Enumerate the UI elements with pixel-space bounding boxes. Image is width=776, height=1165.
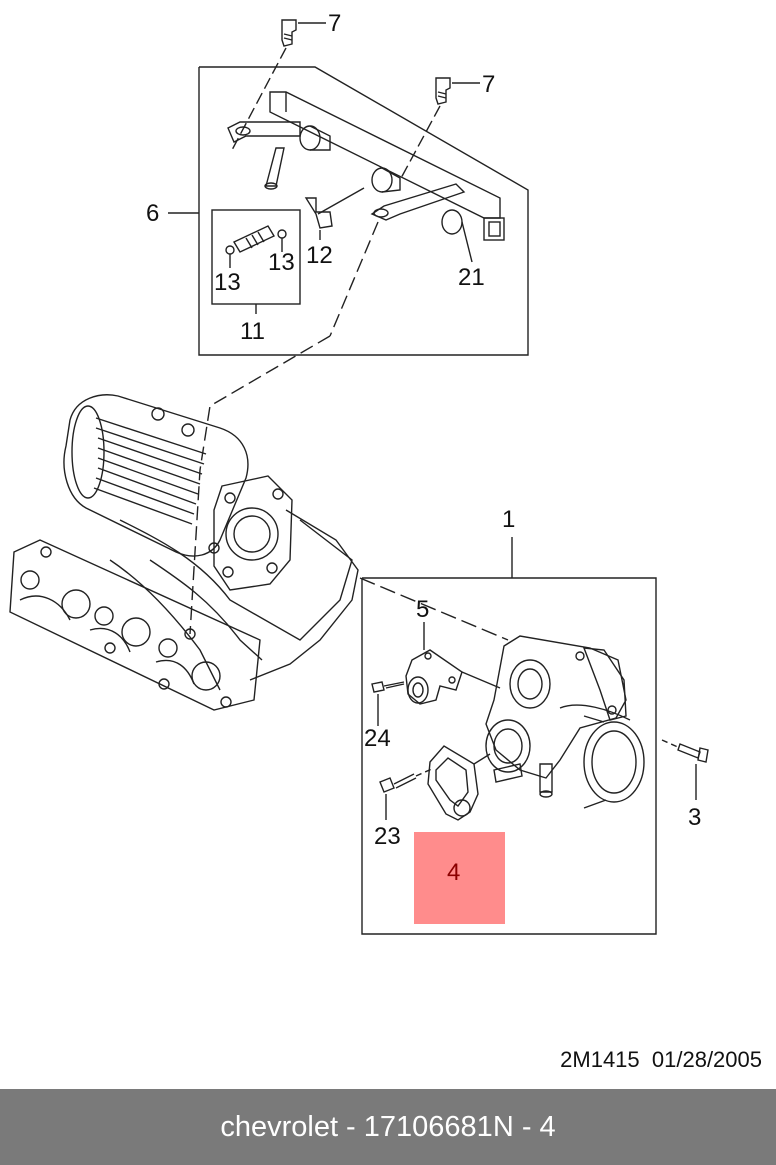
diagram-date: 01/28/2005: [651, 1047, 762, 1072]
callout-13-left: 13: [214, 269, 241, 296]
fuel-rail-group-box: [198, 66, 529, 356]
part-4-highlight: [414, 832, 505, 924]
injector: [225, 225, 287, 268]
idle-air-valve: [405, 622, 501, 705]
screw-23: [379, 767, 435, 820]
intake-manifold: [9, 394, 359, 711]
throttle-body: [485, 635, 645, 809]
callout-11: 11: [240, 318, 265, 345]
screw-24: [371, 681, 405, 726]
callout-12: 12: [306, 242, 333, 269]
diagram-code-date: 2M1415 01/28/2005: [560, 1047, 762, 1073]
footer-brand: chevrolet: [220, 1110, 338, 1143]
callout-13-right: 13: [268, 249, 295, 276]
callout-4: 4: [447, 859, 460, 886]
bolt-7-middle: [399, 77, 480, 181]
parts-diagram: 7 7 6 12 13 13 11 21 1 5 24 23 3 4: [9, 10, 709, 935]
callout-3: 3: [688, 804, 701, 831]
fuel-rail: [227, 91, 505, 241]
footer-ref: N - 4: [492, 1110, 556, 1143]
diagram-code: 2M1415: [560, 1047, 640, 1072]
bolt-3: [661, 739, 709, 800]
callout-24: 24: [364, 725, 391, 752]
callout-7-top: 7: [328, 10, 341, 37]
footer-part-number: 17106681: [363, 1110, 493, 1143]
callout-5: 5: [416, 596, 429, 623]
callout-7-middle: 7: [482, 71, 495, 98]
footer-bar: chevrolet - 17106681 N - 4: [0, 1089, 776, 1165]
callout-23: 23: [374, 823, 401, 850]
clip-12: [304, 187, 365, 240]
callout-1: 1: [502, 506, 515, 533]
injector-group-box: [211, 209, 301, 314]
throttle-body-group-box: [361, 537, 657, 935]
bolt-7-top: [231, 19, 326, 151]
throttle-position-sensor: [427, 745, 491, 821]
callout-21: 21: [458, 264, 485, 291]
callout-6: 6: [146, 200, 159, 227]
